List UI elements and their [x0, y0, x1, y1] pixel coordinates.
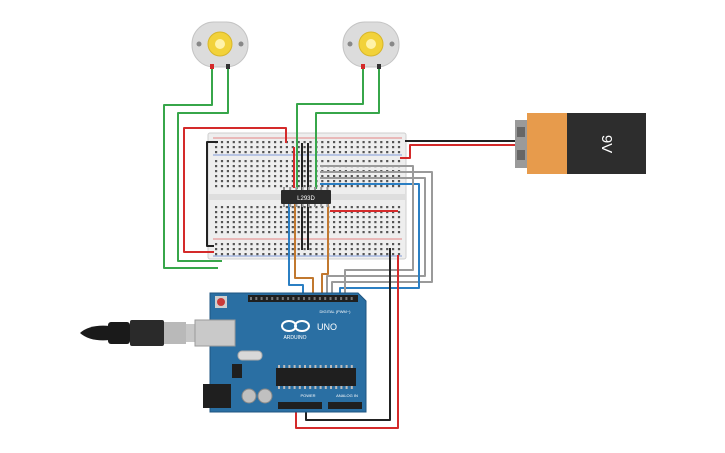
- wire-blue-1: [288, 201, 304, 297]
- wires: [163, 66, 520, 429]
- analog-header[interactable]: [328, 402, 362, 409]
- wire-red-power: [295, 255, 399, 429]
- power-header[interactable]: [278, 402, 322, 409]
- digital-label: DIGITAL (PWM~): [320, 309, 352, 314]
- power-label: POWER: [300, 393, 315, 398]
- arduino-uno[interactable]: ARDUINO UNO DIGITAL (PWM~) POWER ANALOG …: [194, 292, 367, 413]
- wire-black-rail-left: [206, 141, 218, 247]
- wire-blue-2: [320, 183, 420, 297]
- analog-label: ANALOG IN: [336, 393, 358, 398]
- atmega-chip: [276, 368, 356, 386]
- wire-green-motor1-b: [177, 66, 229, 262]
- battery-9v[interactable]: 9V: [515, 113, 646, 174]
- wire-green-motor2-b: [315, 66, 380, 189]
- wire-orange-2: [321, 200, 329, 297]
- dc-motor-right[interactable]: [342, 21, 400, 69]
- wire-red-rail-left: [183, 127, 287, 253]
- dc-motor-left[interactable]: [191, 21, 249, 69]
- battery-label: 9V: [598, 135, 615, 153]
- wire-green-motor2-a: [296, 66, 364, 189]
- wire-red-battery: [400, 144, 520, 159]
- wire-green-motor1-a: [163, 66, 218, 269]
- arduino-model: UNO: [317, 322, 337, 332]
- wire-gray-3: [320, 165, 414, 297]
- usb-cable: [80, 320, 212, 346]
- chip-label: L293D: [297, 196, 315, 202]
- l293d-chip[interactable]: L293D: [281, 187, 331, 207]
- wire-orange-1: [294, 201, 314, 297]
- breadboard-holes: [215, 141, 401, 256]
- wire-black-power: [305, 248, 391, 421]
- wire-gray-2: [320, 177, 426, 297]
- wire-gray-1: [320, 171, 433, 297]
- arduino-brand: ARDUINO: [283, 335, 306, 341]
